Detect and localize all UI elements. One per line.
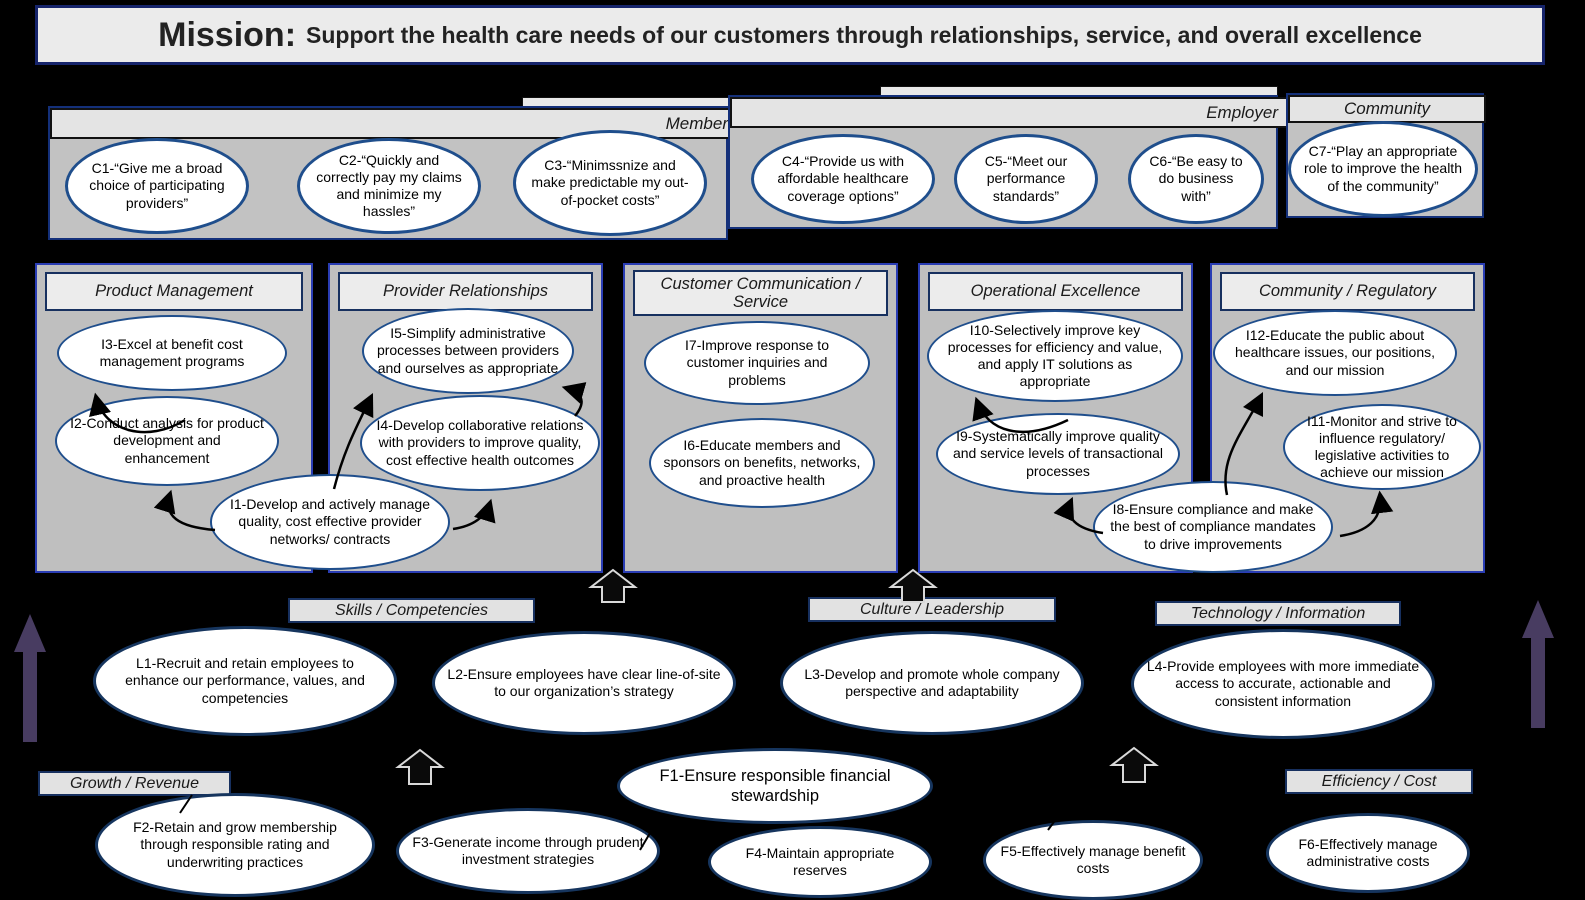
node-l2: L2-Ensure employees have clear line-of-s… [432,631,736,735]
skills-label: Skills / Competencies [288,598,535,623]
node-i1: I1-Develop and actively manage quality, … [210,474,450,570]
node-f5: F5-Effectively manage benefit costs [983,820,1203,900]
node-f6: F6-Effectively manage administrative cos… [1266,813,1470,893]
node-i12: I12-Educate the public about healthcare … [1213,310,1457,396]
node-i9: I9-Systematically improve quality and se… [936,413,1180,495]
community-header-label: Community [1344,99,1430,118]
node-c1: C1-“Give me a broad choice of participat… [65,138,249,234]
product-management-header: Product Management [45,272,303,311]
provider-relationships-header: Provider Relationships [338,272,593,311]
growth-label: Growth / Revenue [38,771,231,796]
technology-label: Technology / Information [1155,601,1401,626]
up-arrow-financial-left [395,748,445,785]
node-i10: I10-Selectively improve key processes fo… [927,310,1183,402]
operational-excellence-header: Operational Excellence [928,272,1183,311]
node-c3: C3-“Minimssnize and make predictable my … [513,130,707,236]
purple-up-arrow-right [1522,600,1554,728]
community-header: Community [1288,95,1486,123]
node-c4: C4-“Provide us with affordable healthcar… [751,134,935,224]
up-arrow-learning-left [588,568,638,603]
node-l4: L4-Provide employees with more immediate… [1131,629,1435,739]
purple-up-arrow-left [14,614,46,742]
mission-banner: Mission: Support the health care needs o… [35,5,1545,65]
node-f4: F4-Maintain appropriate reserves [708,826,932,898]
community-regulatory-header: Community / Regulatory [1220,272,1475,311]
node-c5: C5-“Meet our performance standards” [954,134,1098,224]
member-header-label: Member [665,113,728,133]
mission-statement: Support the health care needs of our cus… [306,21,1422,48]
node-c2: C2-“Quickly and correctly pay my claims … [297,138,481,234]
node-i5: I5-Simplify administrative processes bet… [362,308,574,394]
customer-communication-panel: Customer Communication / Service [623,263,898,573]
efficiency-label: Efficiency / Cost [1285,769,1473,794]
node-f1: F1-Ensure responsible financial stewards… [617,748,933,824]
node-i3: I3-Excel at benefit cost management prog… [57,315,287,391]
node-f3: F3-Generate income through prudent inves… [396,808,660,894]
node-i6: I6-Educate members and sponsors on benef… [649,418,875,508]
employer-header-label: Employer [1206,102,1278,122]
member-header: Member [50,108,792,139]
node-i8: I8-Ensure compliance and make the best o… [1093,481,1333,573]
node-l1: L1-Recruit and retain employees to enhan… [93,626,397,736]
node-c6: C6-“Be easy to do business with” [1128,134,1264,224]
customer-communication-header: Customer Communication / Service [633,270,888,316]
node-c7: C7-“Play an appropriate role to improve … [1288,121,1478,217]
up-arrow-financial-right [1109,746,1159,783]
node-i11: I11-Monitor and strive to influence regu… [1283,404,1481,490]
node-i7: I7-Improve response to customer inquirie… [644,321,870,405]
node-i4: I4-Develop collaborative relations with … [360,395,600,491]
culture-label: Culture / Leadership [808,597,1056,622]
node-i2: I2-Conduct analysis for product developm… [55,396,279,486]
employer-header: Employer [730,97,1328,128]
node-l3: L3-Develop and promote whole company per… [780,631,1084,735]
node-f2: F2-Retain and grow membership through re… [95,793,375,897]
mission-label: Mission: [158,15,297,54]
